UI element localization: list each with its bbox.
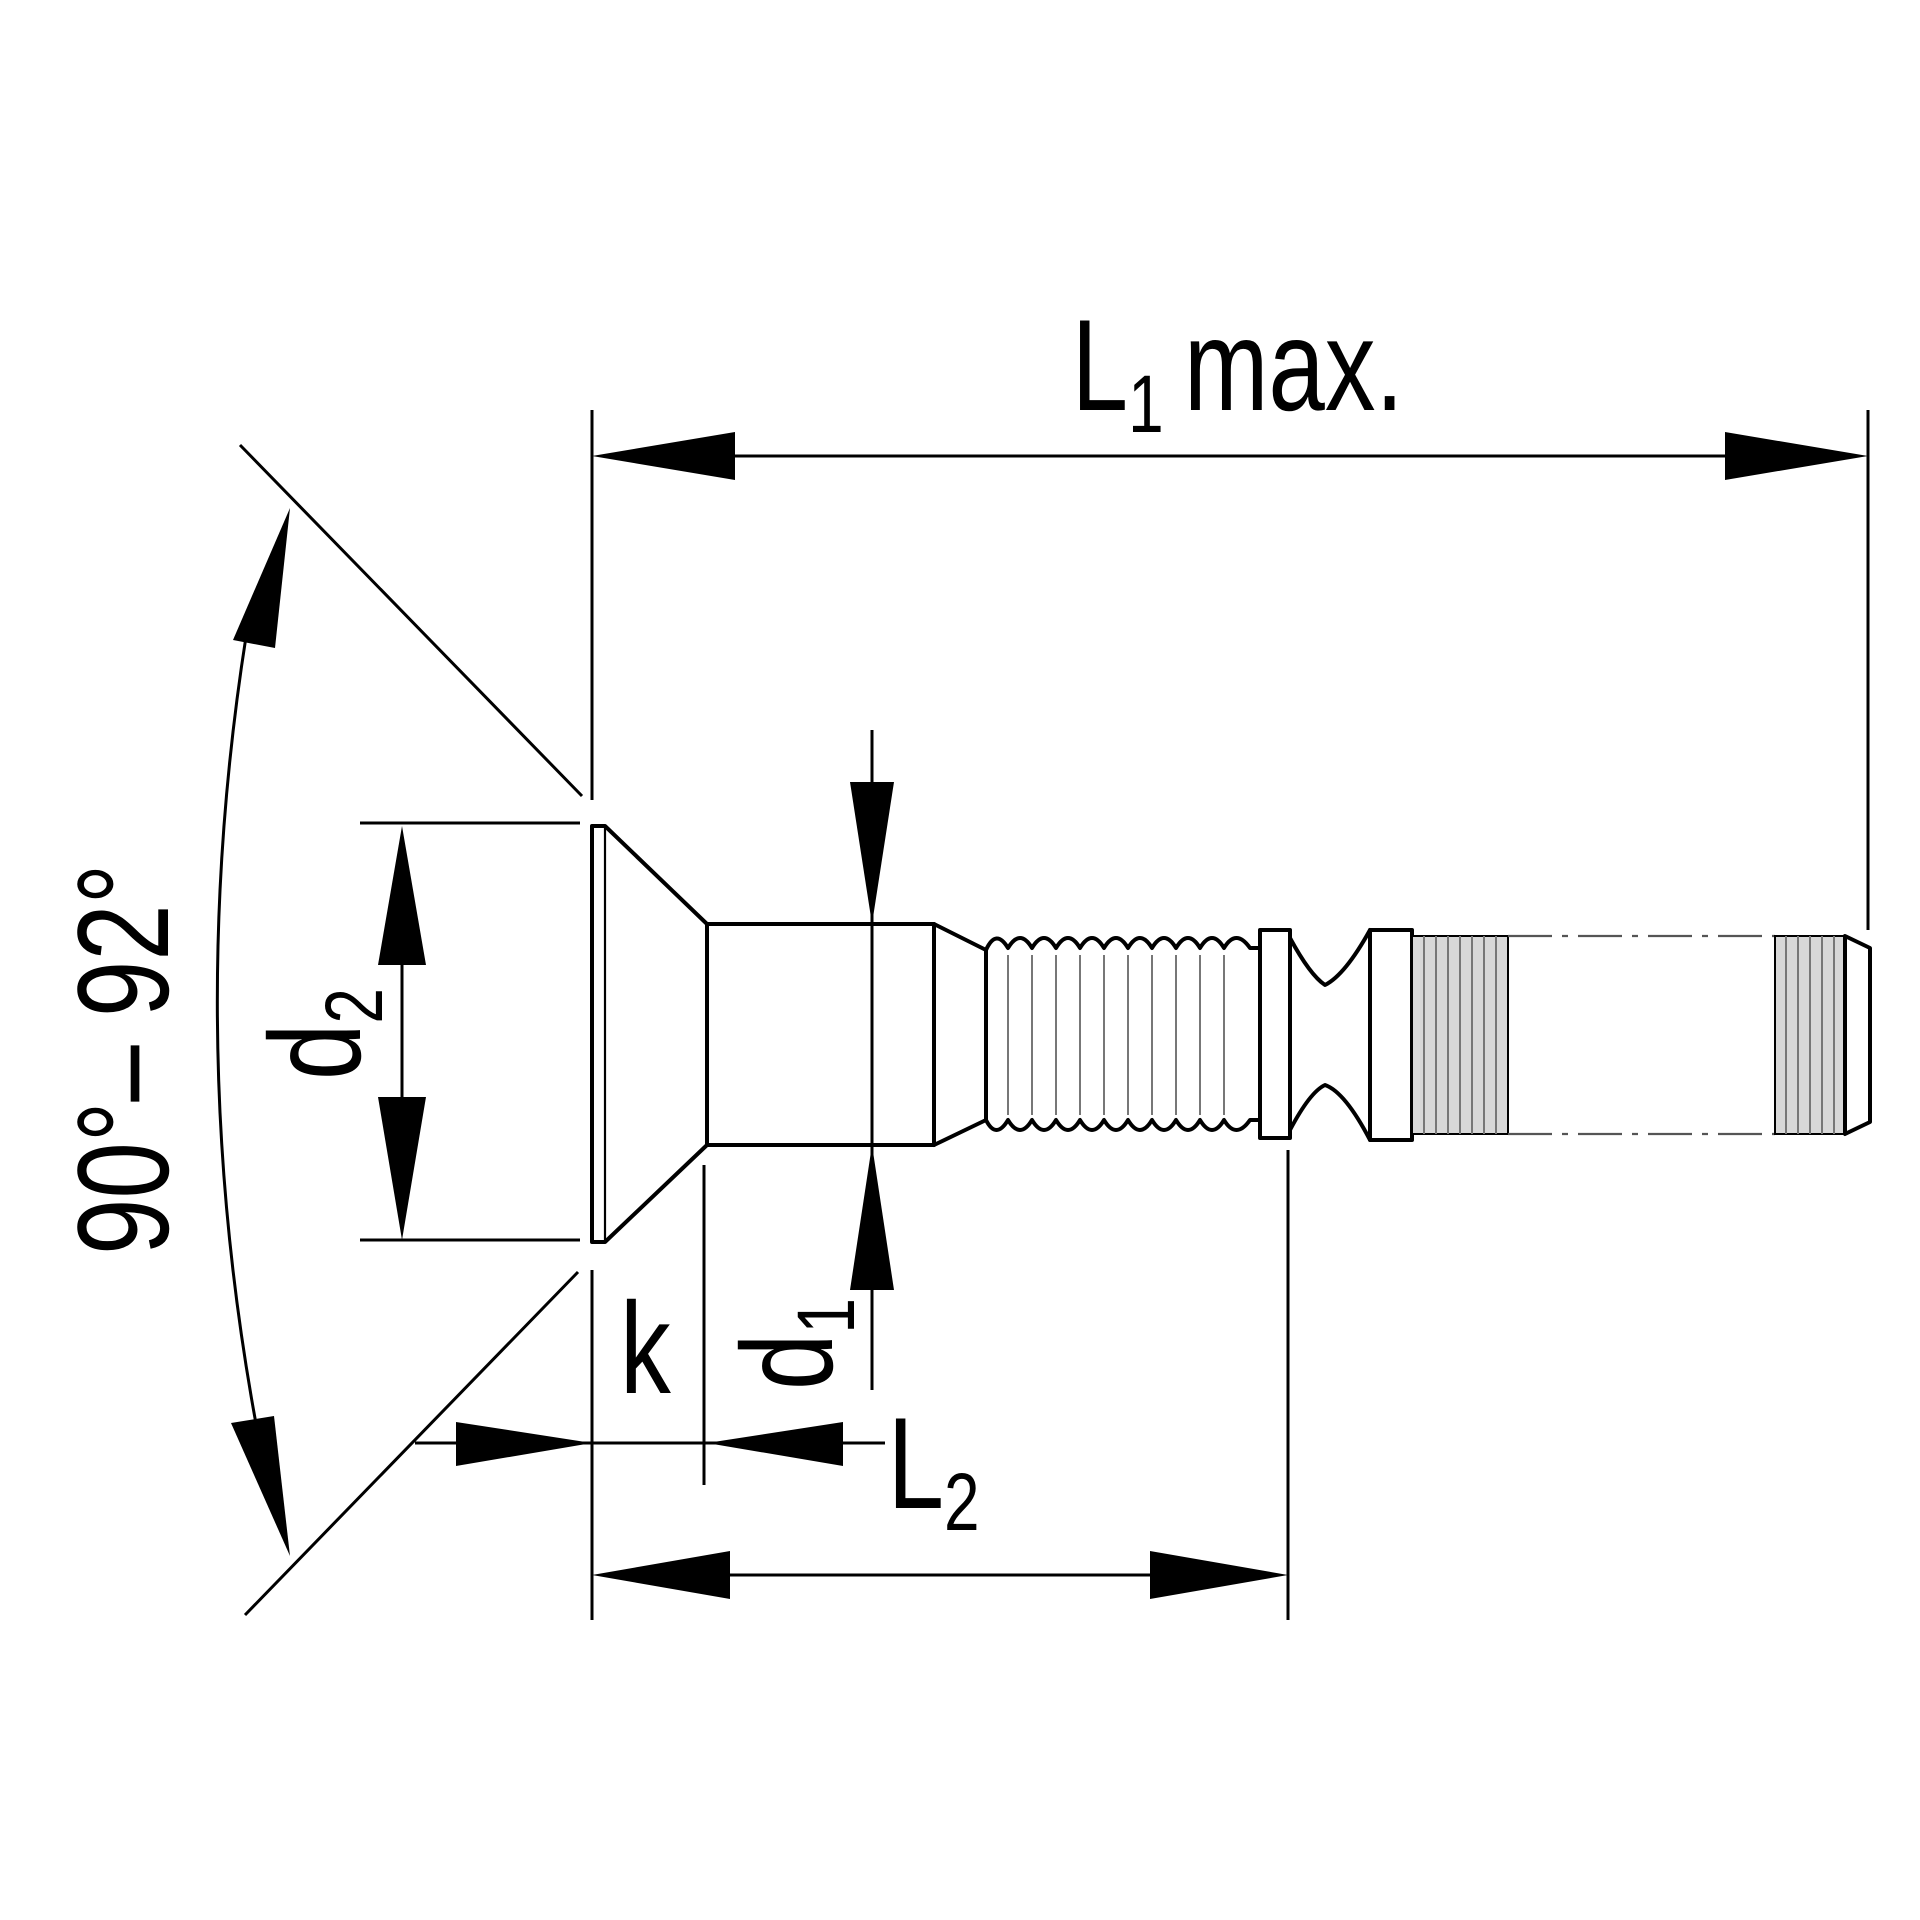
d2-label-sub: 2 [307, 988, 400, 1024]
d2-label-main: d [242, 1024, 388, 1080]
L2-label: L2 [888, 1390, 980, 1548]
break-neck [1288, 928, 1372, 1142]
d1-dimension [850, 782, 894, 1290]
pull-section-right [1774, 934, 1872, 1136]
L1-dimension [592, 432, 1868, 480]
body-taper [932, 922, 988, 1147]
d1-label: d1 [714, 1298, 872, 1390]
L2-label-sub: 2 [944, 1455, 980, 1548]
d2-label: d2 [242, 988, 400, 1080]
rivet-head [590, 824, 709, 1244]
L2-dimension [592, 1551, 1288, 1599]
L1-label-sub: 1 [1128, 357, 1164, 450]
pull-section-left [1411, 935, 1509, 1135]
d2-dimension [378, 826, 426, 1240]
k-dimension [415, 1422, 885, 1466]
ribbed-section [984, 936, 1262, 1132]
rivet-part [590, 824, 1872, 1244]
angle-label: 90°– 92° [50, 864, 196, 1255]
L1-label-suffix: max. [1184, 292, 1404, 438]
angle-dimension [215, 508, 290, 1556]
rivet-body [705, 922, 936, 1147]
d1-label-sub: 1 [779, 1298, 872, 1334]
k-label: k [620, 1275, 671, 1421]
mandrel-tip [1843, 934, 1872, 1136]
L1-label-main: L [1072, 292, 1128, 438]
d1-label-main: d [714, 1334, 860, 1390]
L2-label-main: L [888, 1390, 944, 1536]
mandrel-collar-2 [1368, 928, 1414, 1142]
mandrel-collar [1258, 928, 1292, 1140]
